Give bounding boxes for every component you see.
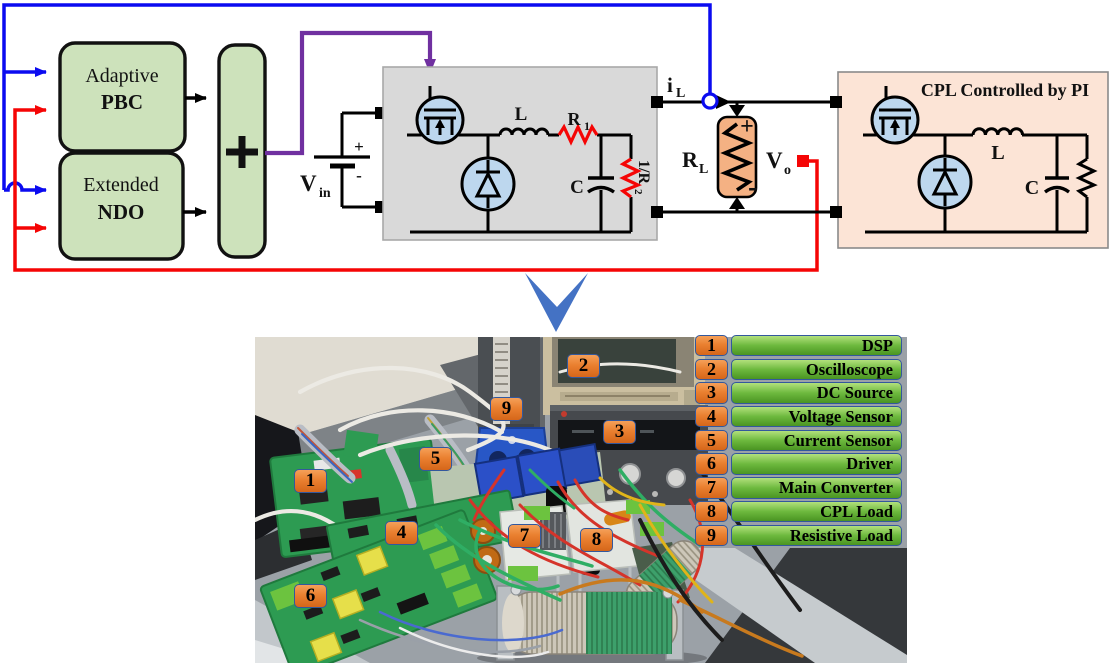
photo-tag-5: 5 [419,447,452,471]
vo-label: V [766,148,783,173]
down-arrow-icon [525,273,588,332]
legend-num: 9 [695,524,728,546]
svg-text:PBC: PBC [101,90,143,114]
cpl-terminal-bottom [830,206,842,218]
photo-tag-2: 2 [567,354,600,378]
legend-row: 9 Resistive Load [695,524,902,546]
voltage-feedback-lines [13,105,819,272]
legend-num: 5 [695,429,728,452]
legend-row: 4 Voltage Sensor [695,406,902,428]
output-bus: i L R L + V o - [663,73,830,214]
legend-row: 6 Driver [695,453,902,475]
legend-label: CPL Load [730,500,902,523]
legend-num: 8 [695,500,728,523]
legend-label: Main Converter [730,477,902,499]
r2-resistor-icon [619,157,643,199]
legend-label: DSP [730,335,902,357]
capacitor-label: C [570,177,584,198]
r2-label-group: 1/R 2 [632,160,652,195]
r1-resistor-icon [557,123,599,146]
il-sense-node [701,92,719,110]
il-label: i [667,73,673,97]
legend-label: Driver [730,453,902,475]
buck-out-terminal-top [651,96,663,108]
photo-tag-3: 3 [603,420,636,444]
vo-minus-label: - [748,170,758,203]
pbc-block: Adaptive PBC [58,41,187,153]
photo-tag-8: 8 [580,528,613,552]
photo-tag-4: 4 [385,521,418,545]
il-arrow [716,95,731,109]
r1-sub: 1 [584,119,590,133]
rl-sub: L [699,162,708,177]
inductor-label: L [515,104,528,125]
rl-label: R [682,147,699,172]
cpl-inductor-label: L [991,142,1004,164]
vin-sub: in [319,186,331,201]
r2-sub: 2 [632,189,644,195]
legend-row: 3 DC Source [695,382,902,404]
legend-num: 7 [695,477,728,499]
plus-icon [226,136,258,168]
legend-num: 6 [695,453,728,475]
cpl-capacitor-icon [1043,176,1071,194]
legend-num: 4 [695,406,728,428]
legend-label: Oscilloscope [730,358,902,381]
battery-minus-label: - [356,166,362,185]
driver-board-illustration [259,509,498,663]
sum-block [217,43,267,259]
legend-row: 1 DSP [695,335,902,357]
cpl-terminal-top [830,96,842,108]
vo-sub: o [784,163,791,178]
vin-source [314,107,387,213]
cpl-diode-icon [917,154,973,210]
block-output-arrows [183,93,207,217]
cpl-box: CPL Controlled by PI L [830,71,1109,249]
legend-label: Resistive Load [730,524,902,546]
svg-text:NDO: NDO [98,200,145,224]
legend-row: 5 Current Sensor [695,429,902,452]
svg-text:Extended: Extended [83,174,159,196]
vin-label: V [300,171,317,196]
photo-tag-6: 6 [294,584,327,608]
r1-label: R [568,109,582,129]
legend-num: 1 [695,335,728,357]
r2-label: 1/R [635,160,652,184]
svg-text:Adaptive: Adaptive [85,65,158,87]
diode-icon [460,156,516,212]
mosfet-icon [415,95,465,145]
buck-converter-box: L R 1 C 1/R 2 [382,66,663,241]
buck-out-terminal-bottom [651,206,663,218]
vo-sense-node [797,155,809,167]
legend-label: Current Sensor [730,429,902,452]
legend-num: 2 [695,358,728,381]
legend-row: 8 CPL Load [695,500,902,523]
cpl-mosfet-icon [870,95,920,145]
legend-row: 2 Oscilloscope [695,358,902,381]
cpl-capacitor-label: C [1025,177,1039,199]
photo-tag-7: 7 [508,524,541,548]
resistive-coil-illustration [477,584,707,663]
legend-label: DC Source [730,382,902,404]
il-sub: L [676,86,685,101]
vo-plus-label: + [740,114,754,140]
battery-plus-label: + [354,137,364,156]
legend-num: 3 [695,382,728,404]
control-signal-line [265,30,436,156]
capacitor-icon [587,176,615,194]
cpl-title: CPL Controlled by PI [921,80,1089,100]
legend-row: 7 Main Converter [695,477,902,499]
load-resistor-icon [716,105,758,209]
cpl-resistor-icon [1075,157,1098,199]
photo-tag-9: 9 [490,397,523,421]
photo-tag-1: 1 [294,469,327,493]
ndo-block: Extended NDO [58,151,185,261]
inductor-icon [498,127,550,136]
legend-label: Voltage Sensor [730,406,902,428]
photo-legend: 1 DSP 2 Oscilloscope 3 DC Source 4 Volta… [695,335,902,548]
